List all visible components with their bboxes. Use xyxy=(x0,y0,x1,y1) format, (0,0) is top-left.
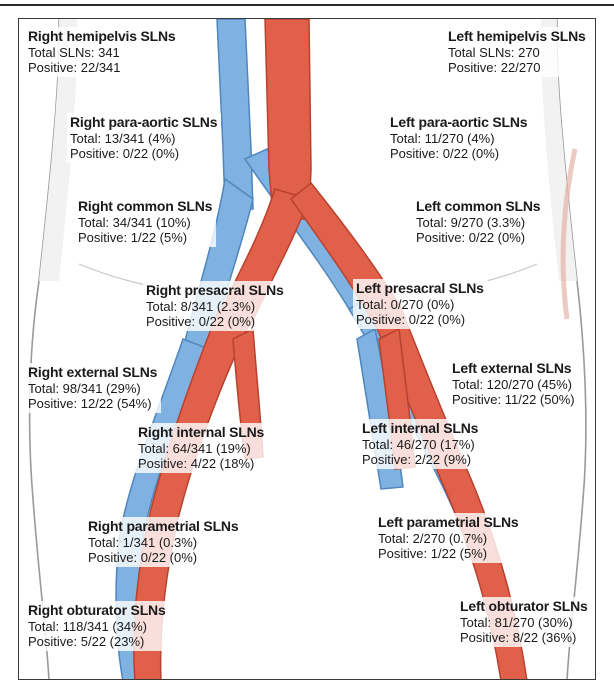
diagram-panel: Right hemipelvis SLNs Total SLNs: 341 Po… xyxy=(18,18,596,680)
label-title: Left hemipelvis SLNs xyxy=(448,28,586,45)
label-title: Right presacral SLNs xyxy=(146,282,284,299)
label-title: Left obturator SLNs xyxy=(460,598,588,615)
label-line: Total: 9/270 (3.3%) xyxy=(416,215,540,230)
label-line: Positive: 22/270 xyxy=(448,60,586,75)
label-left-external: Left external SLNs Total: 120/270 (45%) … xyxy=(449,359,579,409)
label-title: Right hemipelvis SLNs xyxy=(28,28,176,45)
label-title: Left presacral SLNs xyxy=(356,280,484,297)
label-title: Right obturator SLNs xyxy=(28,602,166,619)
label-right-obturator: Right obturator SLNs Total: 118/341 (34%… xyxy=(25,601,170,651)
label-line: Positive: 0/22 (0%) xyxy=(416,230,540,245)
label-left-internal: Left internal SLNs Total: 46/270 (17%) P… xyxy=(359,419,482,469)
label-line: Total SLNs: 270 xyxy=(448,45,586,60)
label-line: Positive: 0/22 (0%) xyxy=(70,146,217,161)
label-right-internal: Right internal SLNs Total: 64/341 (19%) … xyxy=(135,423,268,473)
label-line: Positive: 4/22 (18%) xyxy=(138,456,264,471)
label-line: Total: 64/341 (19%) xyxy=(138,441,264,456)
label-line: Total: 34/341 (10%) xyxy=(78,215,212,230)
label-title: Left internal SLNs xyxy=(362,420,478,437)
label-title: Right common SLNs xyxy=(78,198,212,215)
label-line: Positive: 0/22 (0%) xyxy=(356,312,484,327)
label-right-presacral: Right presacral SLNs Total: 8/341 (2.3%)… xyxy=(143,281,288,331)
label-line: Total: 120/270 (45%) xyxy=(452,377,575,392)
label-line: Total SLNs: 341 xyxy=(28,45,176,60)
label-line: Positive: 11/22 (50%) xyxy=(452,392,575,407)
body-outline xyxy=(30,19,60,680)
label-line: Total: 81/270 (30%) xyxy=(460,615,588,630)
label-line: Total: 13/341 (4%) xyxy=(70,131,217,146)
label-line: Positive: 0/22 (0%) xyxy=(146,314,284,329)
label-line: Positive: 1/22 (5%) xyxy=(78,230,212,245)
label-line: Total: 2/270 (0.7%) xyxy=(378,531,519,546)
label-title: Left para-aortic SLNs xyxy=(390,114,527,131)
label-line: Total: 1/341 (0.3%) xyxy=(88,535,238,550)
label-right-hemipelvis: Right hemipelvis SLNs Total SLNs: 341 Po… xyxy=(25,27,180,77)
label-line: Total: 118/341 (34%) xyxy=(28,619,166,634)
label-line: Total: 98/341 (29%) xyxy=(28,381,157,396)
body-outline xyxy=(557,19,586,680)
top-rule xyxy=(0,4,614,6)
label-left-common: Left common SLNs Total: 9/270 (3.3%) Pos… xyxy=(413,197,544,247)
vena-cava xyxy=(217,19,253,209)
label-line: Positive: 22/341 xyxy=(28,60,176,75)
label-line: Positive: 1/22 (5%) xyxy=(378,546,519,561)
label-left-para-aortic: Left para-aortic SLNs Total: 11/270 (4%)… xyxy=(387,113,531,163)
label-right-parametrial: Right parametrial SLNs Total: 1/341 (0.3… xyxy=(85,517,242,567)
label-right-para-aortic: Right para-aortic SLNs Total: 13/341 (4%… xyxy=(67,113,221,163)
label-title: Right external SLNs xyxy=(28,364,157,381)
label-line: Positive: 5/22 (23%) xyxy=(28,634,166,649)
label-left-presacral: Left presacral SLNs Total: 0/270 (0%) Po… xyxy=(353,279,488,329)
label-title: Left common SLNs xyxy=(416,198,540,215)
label-title: Right parametrial SLNs xyxy=(88,518,238,535)
label-left-hemipelvis: Left hemipelvis SLNs Total SLNs: 270 Pos… xyxy=(445,27,590,77)
label-line: Total: 46/270 (17%) xyxy=(362,437,478,452)
label-right-common: Right common SLNs Total: 34/341 (10%) Po… xyxy=(75,197,216,247)
label-title: Right internal SLNs xyxy=(138,424,264,441)
label-title: Right para-aortic SLNs xyxy=(70,114,217,131)
label-line: Total: 8/341 (2.3%) xyxy=(146,299,284,314)
label-line: Positive: 12/22 (54%) xyxy=(28,396,157,411)
label-line: Positive: 2/22 (9%) xyxy=(362,452,478,467)
label-right-external: Right external SLNs Total: 98/341 (29%) … xyxy=(25,363,161,413)
label-line: Positive: 8/22 (36%) xyxy=(460,630,588,645)
label-title: Left parametrial SLNs xyxy=(378,514,519,531)
label-left-obturator: Left obturator SLNs Total: 81/270 (30%) … xyxy=(457,597,592,647)
label-line: Total: 11/270 (4%) xyxy=(390,131,527,146)
label-line: Total: 0/270 (0%) xyxy=(356,297,484,312)
label-line: Positive: 0/22 (0%) xyxy=(390,146,527,161)
label-line: Positive: 0/22 (0%) xyxy=(88,550,238,565)
label-title: Left external SLNs xyxy=(452,360,575,377)
label-left-parametrial: Left parametrial SLNs Total: 2/270 (0.7%… xyxy=(375,513,523,563)
